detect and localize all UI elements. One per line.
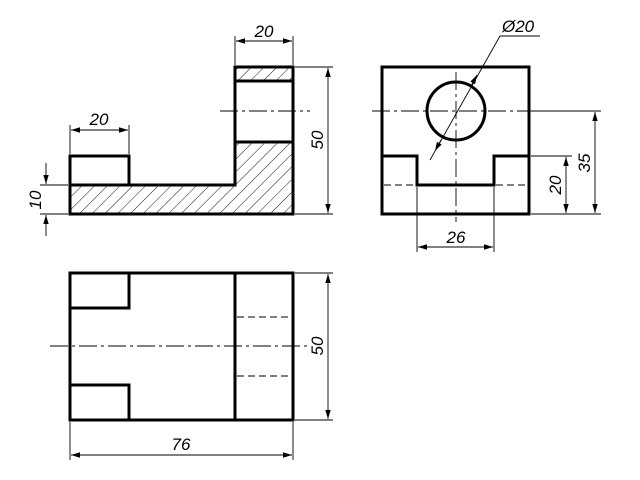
side-view: Ø20 35 20 26	[372, 17, 601, 252]
front-outline	[68, 65, 295, 216]
top-view: 50 76	[50, 271, 333, 460]
front-view: 20 20 50 10	[26, 22, 333, 236]
dim-side-height-35: 35	[575, 153, 594, 172]
dim-front-base-height: 10	[26, 190, 45, 209]
top-step-lower	[70, 383, 131, 420]
dim-front-top-right-width: 20	[254, 22, 274, 41]
side-slot-outline	[382, 154, 529, 187]
top-outline	[68, 271, 295, 422]
dim-front-height: 50	[308, 130, 327, 149]
top-step-upper	[70, 273, 131, 310]
dim-front-top-left-width: 20	[89, 110, 109, 129]
front-section-hatch-top	[235, 67, 293, 81]
dim-side-slot-depth: 20	[546, 175, 565, 195]
side-diameter-leader	[429, 35, 501, 161]
dim-top-total-length: 76	[172, 435, 191, 454]
dim-top-depth: 50	[308, 336, 327, 355]
dim-side-slot-width: 26	[446, 228, 466, 247]
dim-side-hole-diameter: Ø20	[501, 17, 535, 36]
front-section-hatch-lower	[70, 142, 293, 214]
side-outline	[380, 65, 531, 216]
